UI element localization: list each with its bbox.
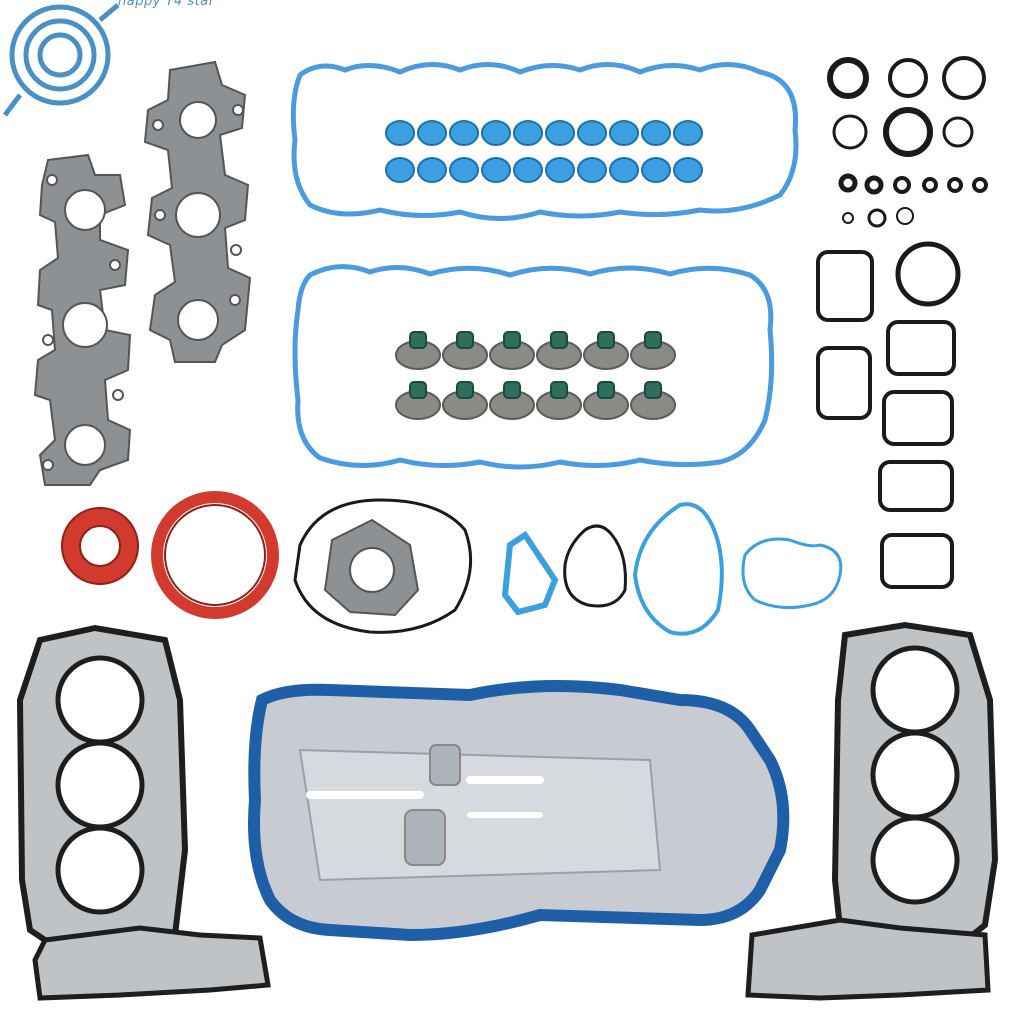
spark-plug-seal: [641, 120, 671, 146]
o-ring: [942, 56, 986, 100]
water-outlet-gasket-black: [563, 524, 627, 608]
intake-seal: [878, 460, 954, 512]
intake-seal-group: [816, 250, 956, 589]
intake-seal: [886, 320, 956, 376]
spark-plug-seal: [577, 120, 607, 146]
intake-seal: [816, 250, 874, 322]
spark-plug-seal: [481, 120, 511, 146]
coolant-gasket-blue-b: [741, 537, 843, 610]
o-ring-group: [827, 56, 988, 307]
spark-plug-seal: [449, 157, 479, 183]
happy-star-spiral-logo-icon: [3, 3, 120, 117]
o-ring: [883, 107, 933, 157]
exhaust-manifold-gasket-right: [143, 60, 252, 363]
spark-plug-seal: [385, 157, 415, 183]
intake-seal: [882, 390, 954, 446]
spark-plug-seal: [417, 157, 447, 183]
coolant-gasket-blue-a: [632, 502, 724, 636]
o-ring: [895, 241, 961, 307]
o-ring: [972, 177, 988, 193]
cylinder-head-gasket-right: [745, 621, 999, 1001]
intake-seal: [816, 346, 872, 420]
valve-cover-gasket-lower: [292, 264, 775, 470]
cylinder-head-gasket-left: [16, 624, 271, 1001]
o-ring: [942, 116, 974, 148]
brand-text: happy Y4 star: [118, 0, 215, 9]
o-ring: [864, 175, 884, 195]
spark-plug-seal: [609, 157, 639, 183]
o-ring: [832, 114, 868, 150]
rear-crank-seal: [151, 491, 279, 619]
intake-seal: [880, 533, 954, 589]
o-ring: [947, 177, 963, 193]
spark-plug-seal: [673, 157, 703, 183]
o-ring: [922, 177, 938, 193]
spark-plug-seal: [577, 157, 607, 183]
o-ring: [838, 173, 858, 193]
spark-plug-seal: [417, 120, 447, 146]
o-ring: [842, 212, 854, 224]
o-ring: [867, 208, 887, 228]
exhaust-manifold-gasket-left: [33, 153, 132, 486]
spark-plug-seal: [481, 157, 511, 183]
oil-pan-gasket: [248, 680, 790, 942]
front-crank-seal: [61, 507, 139, 585]
spark-plug-seal: [545, 120, 575, 146]
spark-plug-seal: [609, 120, 639, 146]
o-ring: [896, 207, 914, 225]
valve-stem-seal-group: [395, 331, 676, 420]
spark-plug-seal: [513, 120, 543, 146]
spark-plug-seal: [545, 157, 575, 183]
o-ring: [888, 58, 928, 98]
spark-plug-seal: [385, 120, 415, 146]
thermostat-gasket-triangle: [501, 530, 559, 616]
spark-plug-seal: [513, 157, 543, 183]
valve-cover-gasket-upper: [290, 62, 799, 221]
water-pump-gasket: [293, 498, 473, 634]
o-ring: [827, 57, 869, 99]
o-ring: [893, 176, 911, 194]
spark-plug-tube-seal-group: [385, 120, 703, 183]
spark-plug-seal: [641, 157, 671, 183]
spark-plug-seal: [449, 120, 479, 146]
spark-plug-seal: [673, 120, 703, 146]
